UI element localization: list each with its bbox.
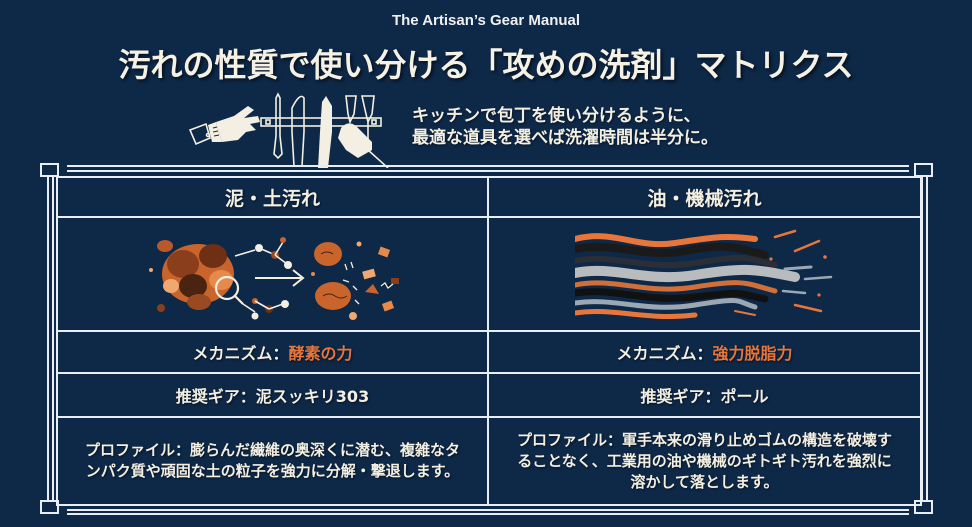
column-heading-mud: 泥・土汚れ bbox=[58, 178, 489, 218]
tagline-line-1: キッチンで包丁を使い分けるように、 bbox=[412, 106, 701, 126]
column-heading-oil: 油・機械汚れ bbox=[489, 178, 920, 218]
frame-corner-bottom-left bbox=[40, 500, 59, 514]
tagline: キッチンで包丁を使い分けるように、 最適な道具を選べば洗濯時間は半分に。 bbox=[412, 105, 718, 149]
page-title: 汚れの性質で使い分ける「攻めの洗剤」マトリクス bbox=[118, 46, 854, 84]
soil-breakdown-icon bbox=[148, 237, 399, 320]
frame-top-outer bbox=[67, 165, 909, 167]
frame-left-inner bbox=[52, 170, 54, 510]
frame-right-inner bbox=[921, 170, 923, 510]
frame-left-outer bbox=[47, 170, 49, 510]
profile-oil: プロファイル：軍手本来の滑り止めゴムの構造を破壊することなく、工業用の油や機械の… bbox=[516, 430, 892, 491]
recommended-gear-mud: 推奨ギア：泥スッキリ303 bbox=[58, 374, 489, 418]
mechanism-value: 強力脱脂力 bbox=[712, 344, 793, 363]
frame-bottom-outer bbox=[67, 509, 909, 511]
tagline-line-2: 最適な道具を選べば洗濯時間は半分に。 bbox=[412, 128, 718, 148]
mechanism-label: メカニズム： bbox=[192, 344, 289, 363]
oil-stream-icon bbox=[574, 229, 832, 319]
frame-corner-top-left bbox=[40, 163, 59, 177]
illustration-cell-oil bbox=[489, 218, 920, 332]
subtitle: The Artisan’s Gear Manual bbox=[391, 12, 581, 29]
recommended-gear-oil: 推奨ギア：ポール bbox=[489, 374, 920, 418]
frame-corner-top-right bbox=[914, 163, 933, 177]
mechanism-mud: メカニズム：酵素の力 bbox=[58, 332, 489, 374]
comparison-matrix: 泥・土汚れ 油・機械汚れ bbox=[56, 176, 922, 506]
mechanism-label: メカニズム： bbox=[616, 344, 713, 363]
profile-mud: プロファイル：膨らんだ繊維の奥深くに潜む、複雑なタンパク質や頑固な土の粒子を強力… bbox=[58, 418, 489, 504]
mechanism-oil: メカニズム：強力脱脂力 bbox=[489, 332, 920, 374]
knife-rack-hands-icon bbox=[188, 92, 389, 168]
frame-top-inner bbox=[67, 170, 909, 172]
illustration-cell-mud bbox=[58, 218, 489, 332]
frame-corner-bottom-right bbox=[914, 500, 933, 514]
frame-right-outer bbox=[926, 170, 928, 510]
frame-bottom-inner bbox=[67, 513, 909, 515]
mechanism-value: 酵素の力 bbox=[288, 344, 353, 363]
